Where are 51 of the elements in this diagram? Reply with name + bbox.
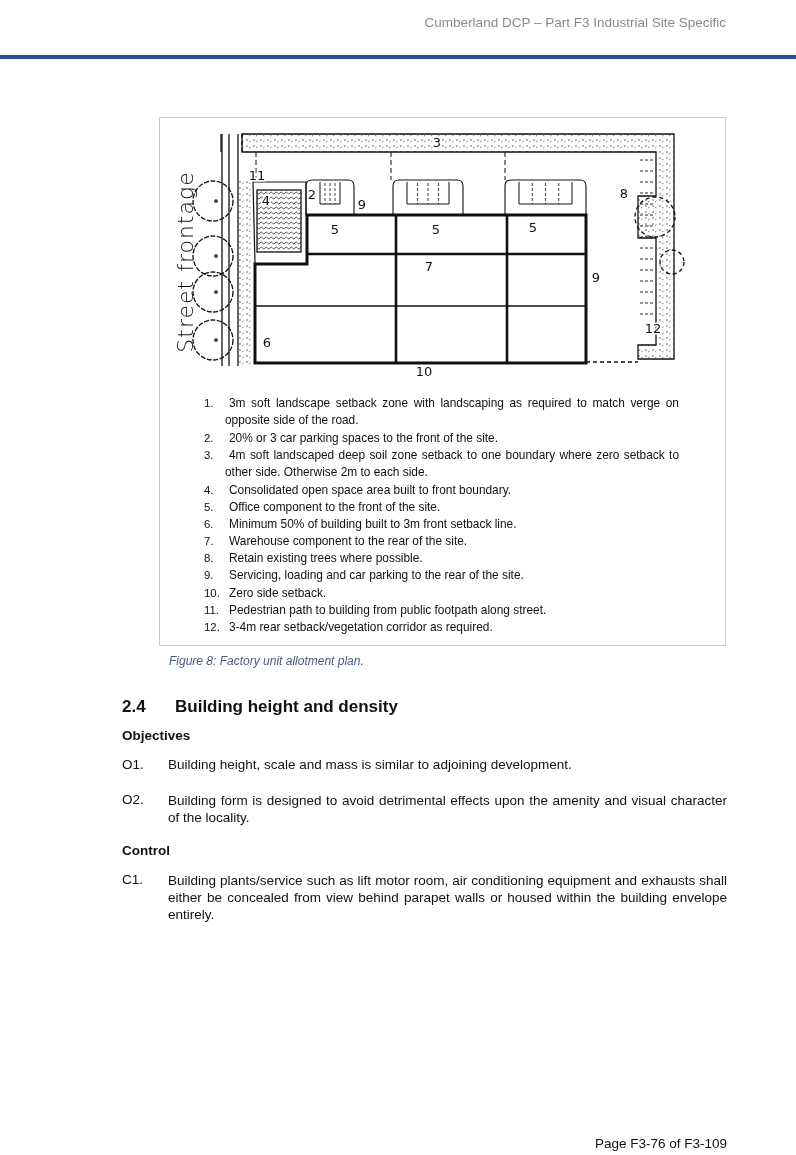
list-number: 8. bbox=[204, 551, 214, 566]
callout-number: 5 bbox=[528, 220, 538, 235]
list-number: 4. bbox=[204, 483, 214, 498]
list-item: Retain existing trees where possible. bbox=[228, 550, 424, 567]
list-number: 3. bbox=[204, 448, 214, 463]
list-item: Warehouse component to the rear of the site. bbox=[228, 533, 469, 550]
subheading: Control bbox=[122, 843, 170, 860]
callout-number: 6 bbox=[262, 335, 272, 350]
list-item: Zero side setback. bbox=[228, 585, 328, 602]
callout-number: 8 bbox=[619, 186, 629, 201]
list-number: 1. bbox=[204, 396, 214, 411]
clause-number: C1. bbox=[122, 872, 143, 889]
list-number: 2. bbox=[204, 431, 214, 446]
list-item: Pedestrian path to building from public footpath along street. bbox=[228, 602, 548, 619]
section-number: 2.4 bbox=[122, 696, 146, 718]
clause-number: O1. bbox=[122, 757, 144, 774]
callout-number: 10 bbox=[415, 364, 433, 379]
page-footer: Page F3-76 of F3-109 bbox=[594, 1136, 727, 1153]
callout-number: 11 bbox=[248, 168, 266, 183]
figure-caption: Figure 8: Factory unit allotment plan. bbox=[169, 654, 364, 669]
list-item: Consolidated open space area built to front boundary. bbox=[228, 482, 513, 499]
clause-number: O2. bbox=[122, 792, 144, 809]
list-item: Servicing, loading and car parking to the rear of the site. bbox=[228, 567, 525, 584]
street-frontage-label: Street frontage bbox=[172, 171, 200, 353]
callout-number: 4 bbox=[261, 193, 271, 208]
callout-number: 9 bbox=[591, 270, 601, 285]
list-number: 12. bbox=[204, 620, 220, 635]
list-item: 20% or 3 car parking spaces to the front of the site. bbox=[228, 430, 499, 447]
list-item: 3m soft landscape setback zone with landscaping as required to match verge on opposite side of the road. bbox=[225, 395, 679, 430]
callout-number: 5 bbox=[431, 222, 441, 237]
page-header: Cumberland DCP – Part F3 Industrial Site Specific bbox=[424, 15, 726, 32]
list-item: Minimum 50% of building built to 3m front setback line. bbox=[228, 516, 518, 533]
list-number: 11. bbox=[204, 603, 219, 618]
list-number: 10. bbox=[204, 586, 220, 601]
section-heading: Building height and density bbox=[175, 696, 398, 718]
clause-text: Building form is designed to avoid detrimental effects upon the amenity and visual character of the locality. bbox=[168, 792, 727, 826]
clause-text: Building plants/service such as lift motor room, air conditioning equipment and exhausts shall either be concealed from view behind parapet walls or housed within the building envelope entirely. bbox=[168, 872, 727, 923]
list-number: 7. bbox=[204, 534, 214, 549]
list-item: 3-4m rear setback/vegetation corridor as required. bbox=[228, 619, 494, 636]
list-item: Office component to the front of the site. bbox=[228, 499, 442, 516]
subheading: Objectives bbox=[122, 728, 191, 745]
callout-number: 9 bbox=[357, 197, 367, 212]
callout-number: 5 bbox=[330, 222, 340, 237]
list-number: 5. bbox=[204, 500, 214, 515]
clause-text: Building height, scale and mass is similar to adjoining development. bbox=[168, 757, 573, 774]
list-number: 9. bbox=[204, 568, 214, 583]
callout-number: 3 bbox=[432, 135, 442, 150]
callout-number: 7 bbox=[424, 259, 434, 274]
callout-number: 2 bbox=[307, 187, 317, 202]
list-item: 4m soft landscaped deep soil zone setback to one boundary where zero setback to other side. Otherwise 2m to each side. bbox=[225, 447, 679, 482]
list-number: 6. bbox=[204, 517, 214, 532]
